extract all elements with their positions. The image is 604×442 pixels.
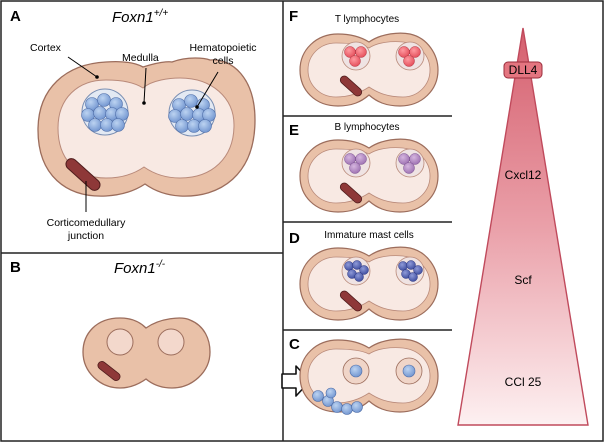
panel-b-title: Foxn1-/-	[114, 259, 166, 277]
panel-f: F T lymphocytes	[289, 8, 439, 107]
label-cortex: Cortex	[30, 42, 62, 54]
label-junction-line2: junction	[67, 230, 104, 242]
thymus-b-junction	[97, 361, 121, 381]
chemokine-gradient: DLL4 Cxcl12 Scf CCl 25	[457, 27, 589, 426]
hematopoietic-leader	[196, 71, 219, 108]
panel-a-letter: A	[10, 8, 21, 25]
panel-e-label: B lymphocytes	[334, 122, 399, 133]
panel-b-letter: B	[10, 259, 21, 276]
hematopoietic-cluster-left	[81, 88, 129, 136]
panel-e: E B lymphocytes	[289, 122, 439, 213]
thymus-b-cortex	[82, 317, 211, 389]
label-medulla: Medulla	[122, 52, 159, 64]
thymus-c-medulla	[307, 347, 431, 404]
panel-d-letter: D	[289, 230, 300, 247]
panel-d-label: Immature mast cells	[324, 230, 413, 241]
panel-f-label: T lymphocytes	[335, 14, 399, 25]
panel-c-letter: C	[289, 336, 300, 353]
medulla-leader	[143, 67, 147, 104]
gradient-label-dll4: DLL4	[509, 63, 538, 77]
label-hematopoietic-line2: cells	[212, 55, 233, 67]
panel-d: D Immature mast cells	[289, 230, 439, 321]
panel-a: A Foxn1+/+	[10, 8, 257, 242]
panel-e-letter: E	[289, 122, 299, 139]
label-junction-line1: Corticomedullary	[47, 217, 127, 229]
dll4-highlight	[503, 61, 543, 79]
corticomedullary-junction	[65, 158, 101, 191]
gradient-label-cxcl12: Cxcl12	[505, 168, 542, 182]
gradient-triangle	[457, 27, 589, 426]
gradient-label-ccl25: CCl 25	[505, 375, 542, 389]
panel-a-title: Foxn1+/+	[112, 8, 168, 26]
thymus-b-medulla-left	[106, 328, 134, 356]
hematopoietic-cluster-right	[168, 89, 216, 137]
panel-f-letter: F	[289, 8, 298, 25]
label-hematopoietic-line1: Hematopoietic	[189, 42, 256, 54]
cortex-leader	[67, 56, 98, 78]
thymus-b-medulla-right	[157, 328, 185, 356]
panel-c: C	[281, 336, 439, 415]
incoming-progenitor-cells	[312, 387, 363, 415]
panel-b: B Foxn1-/-	[10, 259, 211, 389]
gradient-label-scf: Scf	[514, 273, 532, 287]
